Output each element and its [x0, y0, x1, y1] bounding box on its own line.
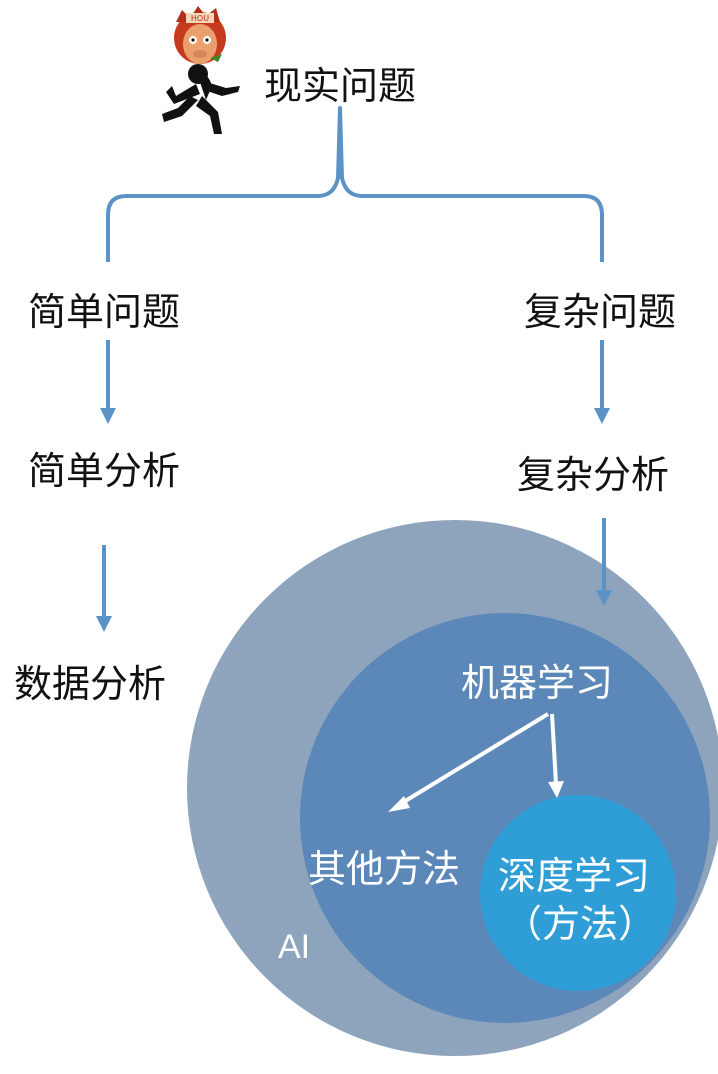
brace-connector — [106, 106, 604, 262]
node-simple-problem: 简单问题 — [28, 290, 181, 334]
node-deep-learning-sub: （方法） — [504, 902, 657, 946]
node-deep-learning: 深度学习 — [498, 854, 651, 898]
deep-learning-circle — [480, 795, 676, 991]
arrow-simple-problem-to-analysis — [100, 340, 116, 424]
node-simple-analysis: 简单分析 — [28, 449, 181, 493]
node-ai: AI — [278, 928, 311, 966]
node-real-problem: 现实问题 — [264, 64, 417, 108]
node-complex-analysis: 复杂分析 — [517, 453, 670, 497]
monkey-runner-icon: HOU — [162, 6, 240, 134]
arrow-ml-to-other-methods — [388, 712, 550, 812]
arrow-simple-analysis-to-data-analysis — [96, 545, 112, 632]
arrow-complex-problem-to-analysis — [594, 340, 610, 424]
node-other-methods: 其他方法 — [308, 847, 461, 891]
node-complex-problem: 复杂问题 — [524, 290, 677, 334]
node-machine-learning: 机器学习 — [461, 661, 614, 705]
arrow-complex-analysis-to-ai — [596, 518, 612, 606]
node-data-analysis: 数据分析 — [14, 662, 167, 706]
arrow-ml-to-deep-learning — [548, 713, 564, 798]
svg-text:HOU: HOU — [191, 14, 209, 23]
